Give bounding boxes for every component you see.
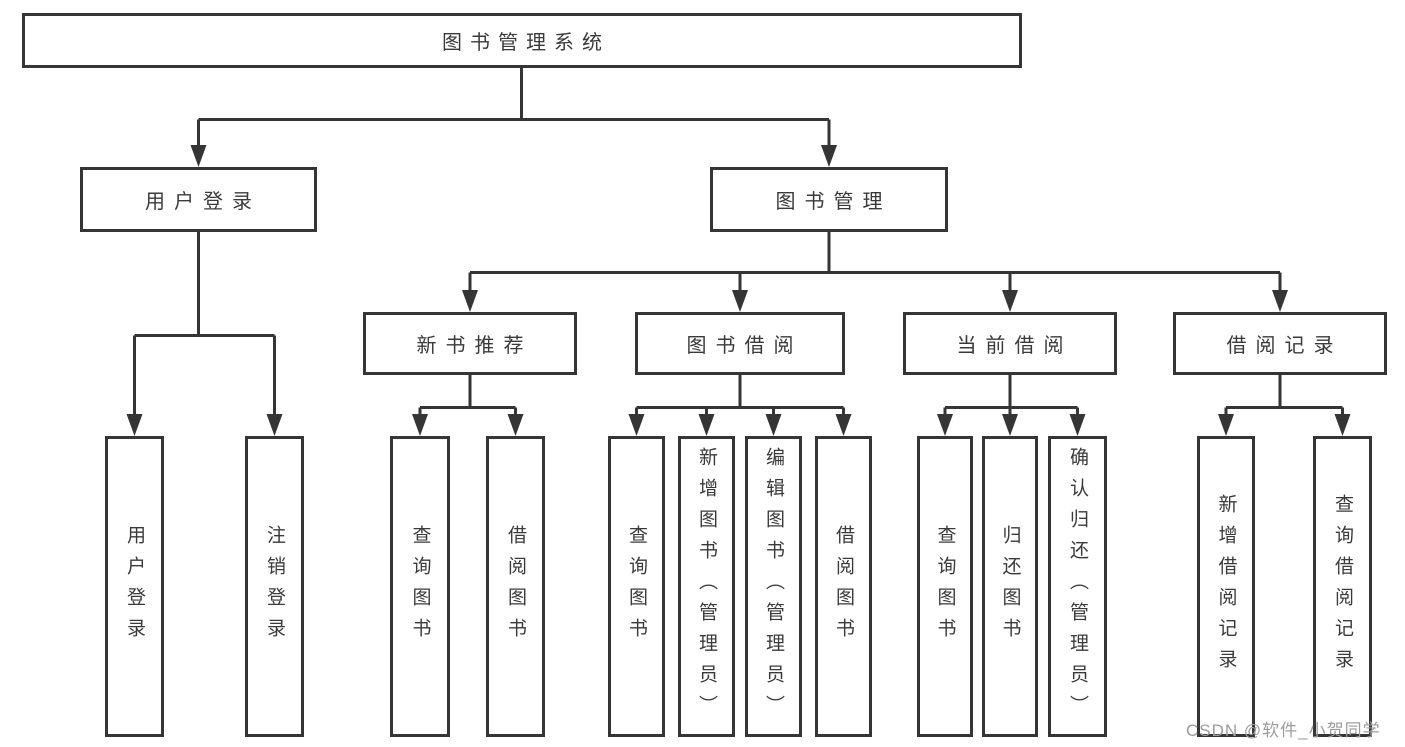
node-new-book-recommend: 新书推荐 <box>363 312 577 375</box>
leaf-add-borrow-record: 新增借阅记录 <box>1197 436 1255 737</box>
leaf-label: 查询图书 <box>626 524 647 649</box>
leaf-label: 借阅图书 <box>833 524 854 649</box>
leaf-borrow-books-recommend: 借阅图书 <box>486 436 545 737</box>
leaf-label: 编辑图书（管理员） <box>763 447 784 726</box>
leaf-label: 查询图书 <box>934 524 956 649</box>
leaf-query-books-current: 查询图书 <box>917 436 973 737</box>
leaf-confirm-return-admin: 确认归还（管理员） <box>1048 436 1107 737</box>
node-current-borrowing: 当前借阅 <box>903 312 1117 375</box>
leaf-add-book-admin: 新增图书（管理员） <box>678 436 735 737</box>
leaf-edit-book-admin: 编辑图书（管理员） <box>745 436 802 737</box>
leaf-query-books-recommend: 查询图书 <box>390 436 450 737</box>
leaf-borrow-books-borrowing: 借阅图书 <box>815 436 872 737</box>
leaf-logout: 注销登录 <box>245 436 304 737</box>
node-label: 图书管理系统 <box>442 32 610 54</box>
leaf-user-login: 用户登录 <box>105 436 164 737</box>
leaf-label: 新增图书（管理员） <box>696 447 717 726</box>
leaf-label: 新增借阅记录 <box>1215 493 1237 680</box>
leaf-label: 查询图书 <box>409 524 431 649</box>
node-user-login: 用户登录 <box>80 167 317 232</box>
leaf-label: 借阅图书 <box>505 524 526 649</box>
node-label: 用户登录 <box>145 191 261 213</box>
leaf-label: 用户登录 <box>124 524 145 649</box>
node-label: 当前借阅 <box>956 335 1073 357</box>
leaf-label: 注销登录 <box>264 524 285 649</box>
node-book-borrowing: 图书借阅 <box>635 312 845 375</box>
node-label: 图书借阅 <box>686 335 803 357</box>
node-book-management: 图书管理 <box>710 167 948 232</box>
node-root-library-system: 图书管理系统 <box>22 13 1022 68</box>
node-label: 图书管理 <box>775 191 892 213</box>
csdn-watermark: CSDN @软件_小贺同学 <box>1186 721 1381 740</box>
leaf-query-books-borrowing: 查询图书 <box>608 436 665 737</box>
node-borrowing-records: 借阅记录 <box>1173 312 1387 375</box>
leaf-label: 确认归还（管理员） <box>1067 447 1088 726</box>
node-label: 借阅记录 <box>1226 335 1343 357</box>
leaf-query-borrow-record: 查询借阅记录 <box>1313 436 1372 737</box>
node-label: 新书推荐 <box>416 335 533 357</box>
leaf-label: 查询借阅记录 <box>1332 493 1353 680</box>
leaf-label: 归还图书 <box>999 524 1021 649</box>
leaf-return-book: 归还图书 <box>982 436 1038 737</box>
